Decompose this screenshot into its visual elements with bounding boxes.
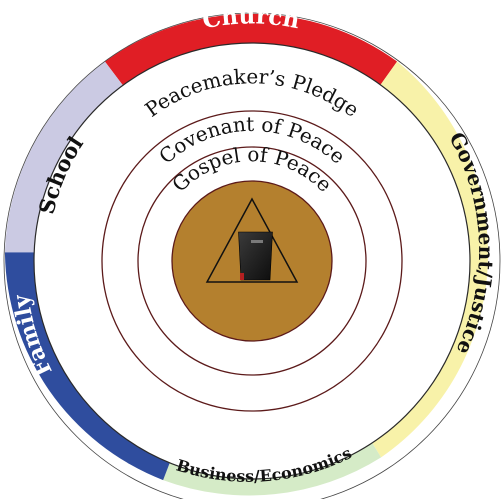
sector-school	[4, 61, 124, 253]
ring-peacemakers-pledge	[101, 110, 403, 412]
sector-divider-ring	[33, 42, 471, 480]
ring-covenant-of-peace	[137, 146, 367, 376]
outer-boundary	[3, 12, 501, 499]
sector-government-justice	[365, 61, 489, 458]
sector-business-economics	[163, 431, 382, 496]
sector-church	[104, 13, 398, 86]
triangle-symbol	[205, 197, 299, 283]
bible-icon	[238, 231, 273, 281]
label-church: Church	[200, 2, 302, 34]
